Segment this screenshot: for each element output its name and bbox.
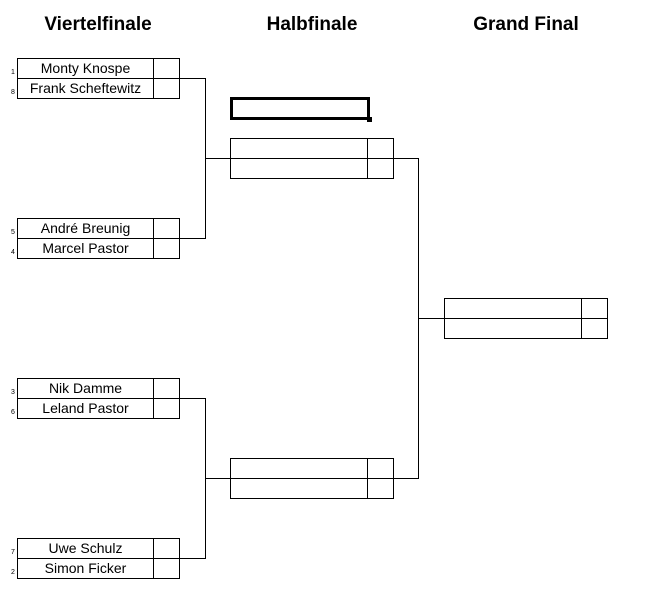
score-cell[interactable] (153, 538, 180, 559)
seed-label: 3 (11, 389, 15, 396)
score-cell[interactable] (153, 78, 180, 99)
score-cell[interactable] (153, 238, 180, 259)
score-cell[interactable] (367, 458, 394, 479)
bracket-connector (393, 158, 419, 159)
bracket-connector (205, 478, 231, 479)
seed-label: 5 (11, 229, 15, 236)
bracket-connector (179, 238, 206, 239)
player-cell[interactable]: Frank Scheftewitz (17, 78, 154, 99)
player-cell[interactable]: Marcel Pastor (17, 238, 154, 259)
fill-handle[interactable] (367, 117, 372, 122)
bracket-connector (205, 158, 231, 159)
seed-label: 7 (11, 549, 15, 556)
score-cell[interactable] (581, 298, 608, 319)
bracket-connector (179, 398, 206, 399)
score-cell[interactable] (367, 478, 394, 499)
player-cell[interactable]: Simon Ficker (17, 558, 154, 579)
seed-label: 1 (11, 69, 15, 76)
player-cell[interactable]: André Breunig (17, 218, 154, 239)
seed-label: 2 (11, 569, 15, 576)
player-cell[interactable] (230, 458, 368, 479)
player-cell[interactable] (444, 298, 582, 319)
bracket-connector (179, 558, 206, 559)
score-cell[interactable] (367, 138, 394, 159)
bracket-connector (393, 478, 419, 479)
score-cell[interactable] (153, 398, 180, 419)
bracket-connector (179, 78, 206, 79)
score-cell[interactable] (153, 218, 180, 239)
score-cell[interactable] (153, 558, 180, 579)
player-cell[interactable] (230, 158, 368, 179)
header-final: Grand Final (473, 14, 579, 35)
score-cell[interactable] (153, 378, 180, 399)
player-cell[interactable]: Monty Knospe (17, 58, 154, 79)
seed-label: 8 (11, 89, 15, 96)
player-cell[interactable] (444, 318, 582, 339)
bracket-connector (418, 318, 445, 319)
player-cell[interactable]: Leland Pastor (17, 398, 154, 419)
player-cell[interactable]: Uwe Schulz (17, 538, 154, 559)
header-quarterfinal: Viertelfinale (44, 14, 152, 35)
header-semifinal: Halbfinale (266, 14, 358, 35)
score-cell[interactable] (581, 318, 608, 339)
player-cell[interactable]: Nik Damme (17, 378, 154, 399)
seed-label: 6 (11, 409, 15, 416)
selected-cell[interactable] (230, 97, 370, 120)
seed-label: 4 (11, 249, 15, 256)
score-cell[interactable] (153, 58, 180, 79)
score-cell[interactable] (367, 158, 394, 179)
player-cell[interactable] (230, 478, 368, 499)
player-cell[interactable] (230, 138, 368, 159)
